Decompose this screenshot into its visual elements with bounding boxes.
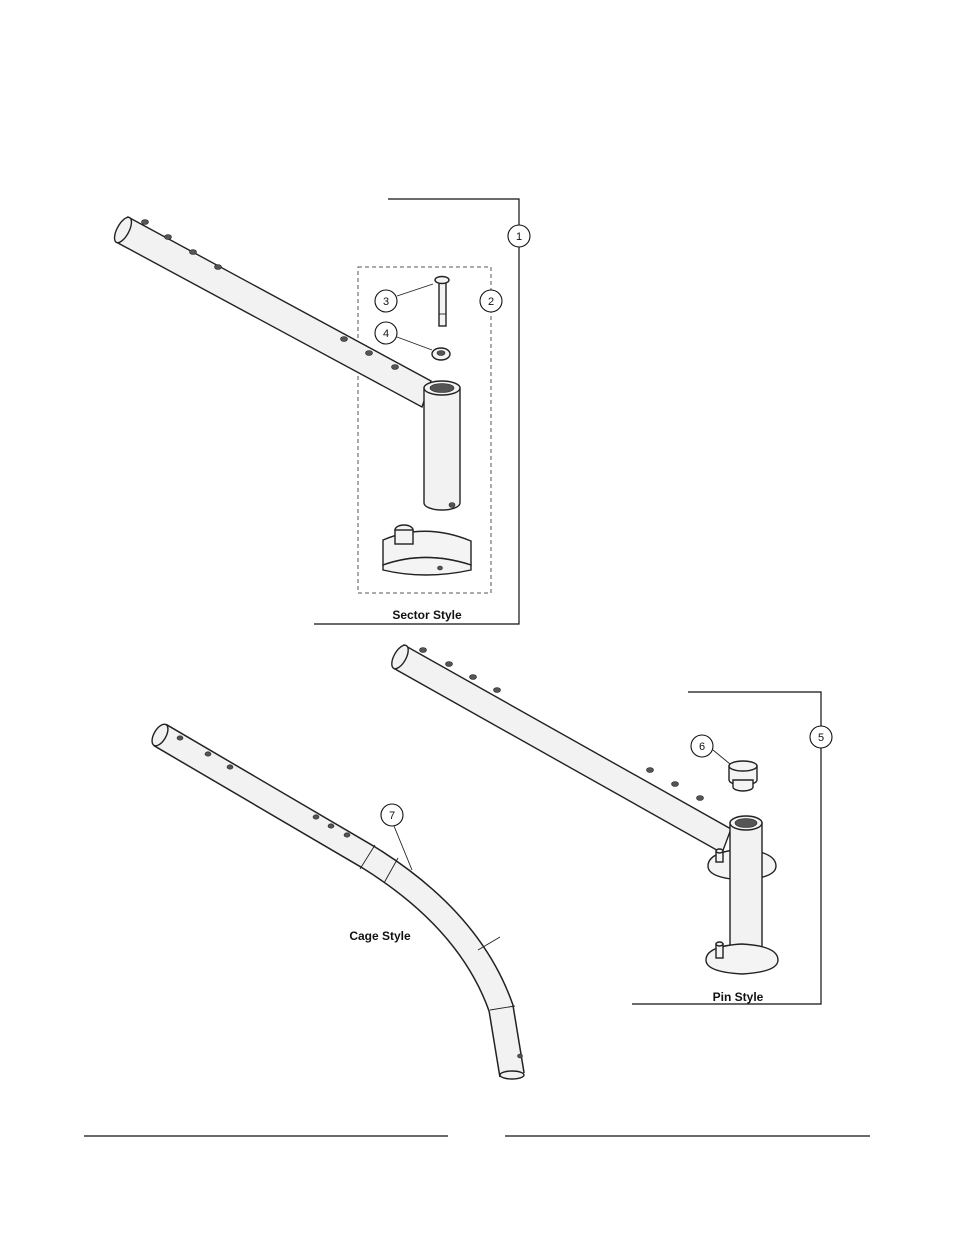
sector-clamp-part xyxy=(383,525,471,575)
callout-3: 3 xyxy=(375,284,433,312)
cage-style-assembly: 7 Cage Style xyxy=(149,722,524,1079)
callout-6: 6 xyxy=(691,735,730,764)
cage-style-label: Cage Style xyxy=(349,929,411,943)
svg-text:3: 3 xyxy=(383,296,389,308)
svg-text:4: 4 xyxy=(383,328,389,340)
sector-style-assembly: 1 2 3 4 Sector Style xyxy=(111,199,530,624)
sector-style-post xyxy=(424,381,460,510)
svg-text:1: 1 xyxy=(516,231,522,243)
callout-2: 2 xyxy=(480,290,502,312)
washer-part xyxy=(432,348,450,360)
callout-1: 1 xyxy=(508,225,530,247)
pin-style-tube xyxy=(388,643,731,853)
svg-text:6: 6 xyxy=(699,741,705,753)
svg-text:5: 5 xyxy=(818,732,824,744)
pin-style-label: Pin Style xyxy=(713,990,764,1004)
cage-style-tube xyxy=(149,722,524,1079)
cap-part xyxy=(729,761,757,791)
callout-4: 4 xyxy=(375,322,432,350)
bolt-part xyxy=(435,277,449,327)
svg-text:7: 7 xyxy=(389,810,395,822)
sector-style-label: Sector Style xyxy=(392,608,462,622)
pin-style-post xyxy=(730,816,762,960)
svg-text:2: 2 xyxy=(488,296,494,308)
locating-pin-upper xyxy=(716,849,723,862)
callout-5: 5 xyxy=(810,726,832,748)
locating-pin-lower xyxy=(716,942,723,958)
